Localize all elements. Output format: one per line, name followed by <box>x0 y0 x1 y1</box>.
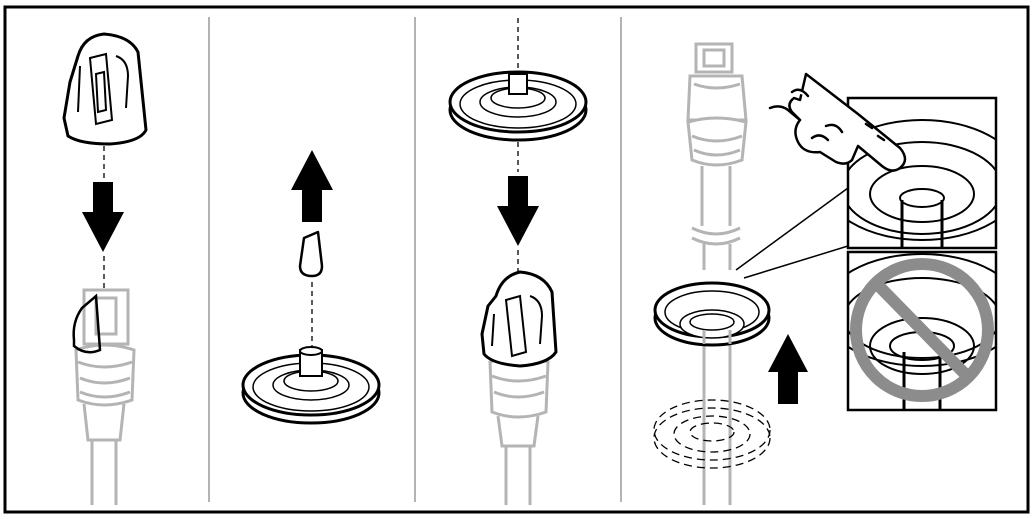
arrow-up-icon <box>768 334 808 404</box>
panel-1 <box>62 32 148 505</box>
rj45-plug-icon <box>488 355 550 505</box>
arrow-up-icon <box>291 150 333 222</box>
arrow-down-icon <box>82 182 124 252</box>
panel-3 <box>448 18 588 505</box>
panel-2 <box>241 150 381 425</box>
inset-incorrect <box>846 250 998 412</box>
arrow-down-icon <box>497 176 539 246</box>
prohibited-icon <box>850 258 994 402</box>
panel-4 <box>653 42 998 505</box>
cable-clip-icon <box>480 270 558 368</box>
rj45-plug-icon <box>686 42 748 505</box>
rj45-plug-icon <box>74 288 136 505</box>
grommet-icon <box>653 281 771 347</box>
hand-pointer-icon <box>768 72 907 172</box>
ghost-grommet-icon <box>653 399 771 469</box>
inset-correct <box>846 96 998 250</box>
grommet-plug-icon <box>298 230 324 278</box>
cable-clip-icon <box>62 32 148 146</box>
